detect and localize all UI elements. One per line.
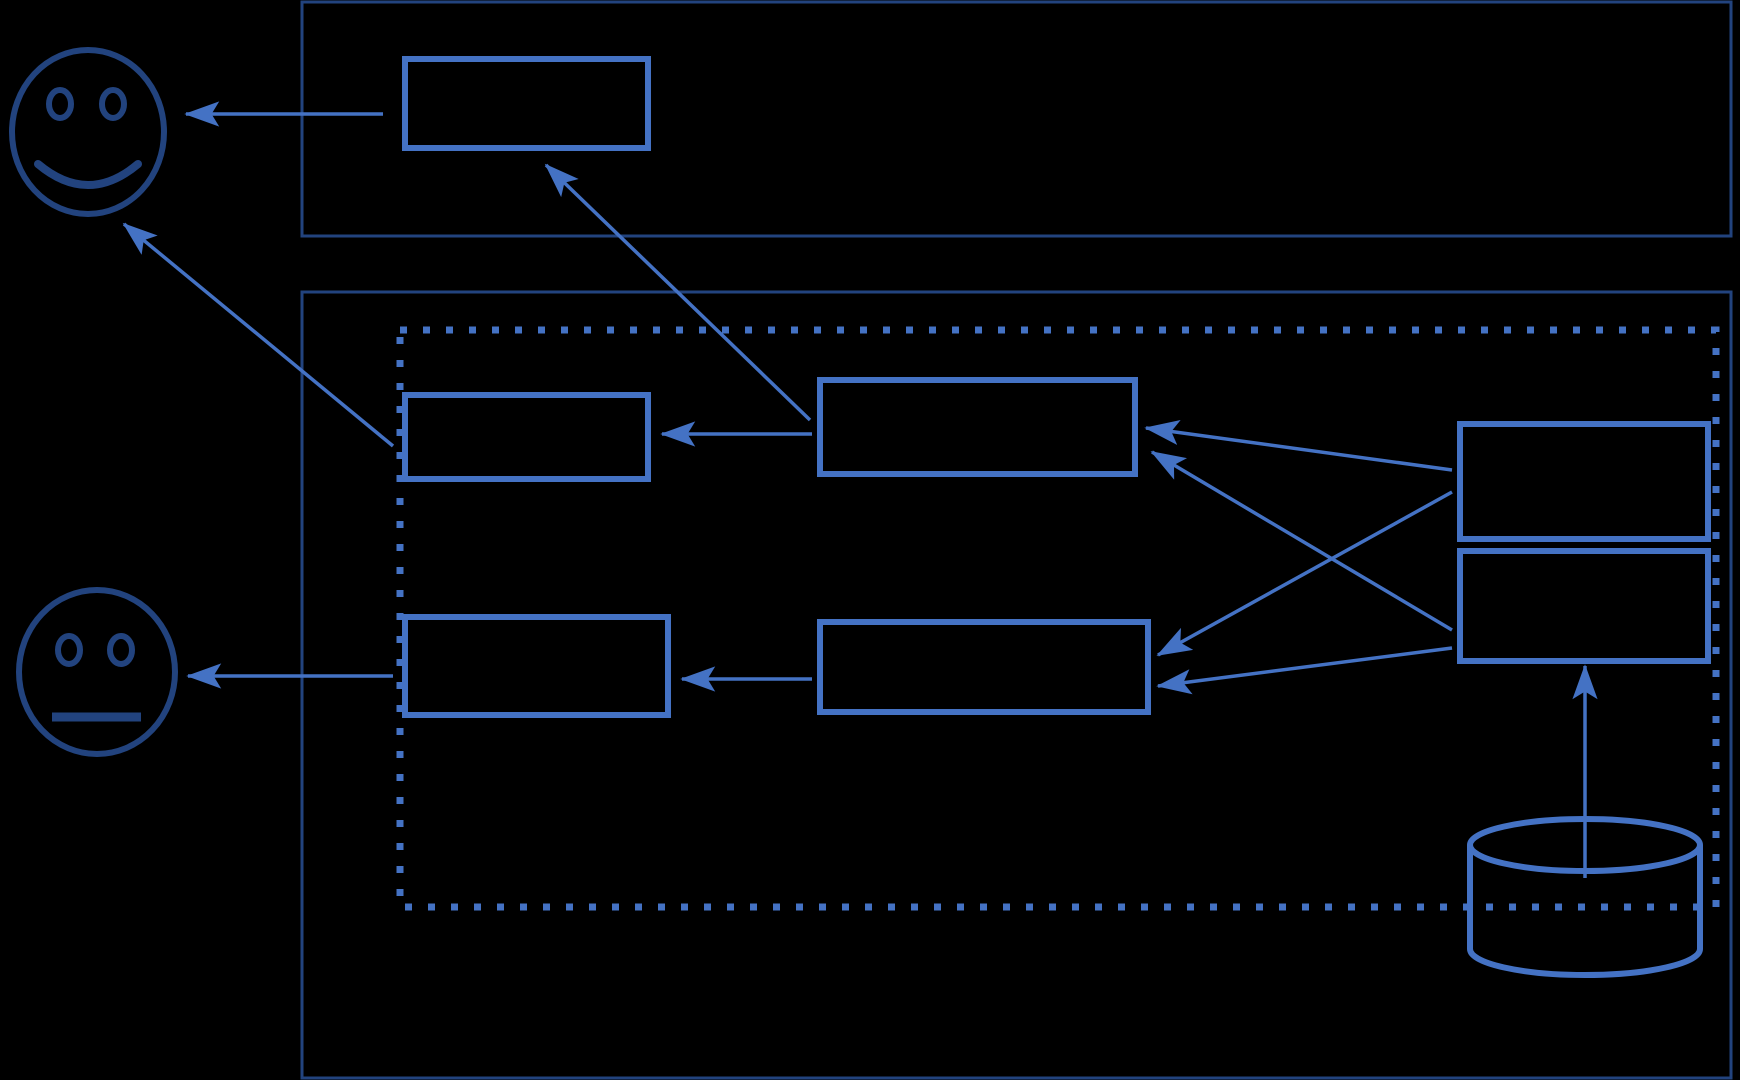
arrow-upperleft-to-happy-actor [122,222,395,448]
box-upper-middle[interactable] [817,377,1138,477]
box-lower-left[interactable] [402,614,671,718]
actor-happy-right-eye-icon [99,87,127,121]
box-top[interactable] [402,56,651,151]
container-dotted-boundary [396,326,1720,911]
datastore-body-icon [1467,845,1703,978]
arrow-rightlower-to-lowermid [1156,646,1453,695]
box-right-lower[interactable] [1457,548,1711,664]
arrow-rightupper-to-lowermid [1156,490,1453,657]
box-upper-left[interactable] [402,392,651,482]
actor-neutral-head-icon [16,587,178,757]
boxes-layer [402,56,1711,718]
arrow-uppermid-to-topbox [544,163,812,422]
actor-neutral[interactable] [16,587,178,757]
arrow-rightlower-to-uppermid [1150,450,1453,632]
actor-happy-head-icon [9,47,167,217]
actor-happy-smile-icon [34,160,142,189]
containers-layer [300,0,1733,1080]
actor-happy[interactable] [9,47,167,217]
container-bottom [300,290,1733,1080]
container-top [300,0,1733,238]
box-lower-middle[interactable] [817,619,1151,715]
box-right-upper[interactable] [1457,421,1711,542]
actor-neutral-left-eye-icon [55,633,83,667]
connectors-layer [122,101,1598,878]
actor-neutral-right-eye-icon [107,633,135,667]
arrow-rightupper-to-uppermid [1144,420,1453,472]
actor-happy-left-eye-icon [46,87,74,121]
